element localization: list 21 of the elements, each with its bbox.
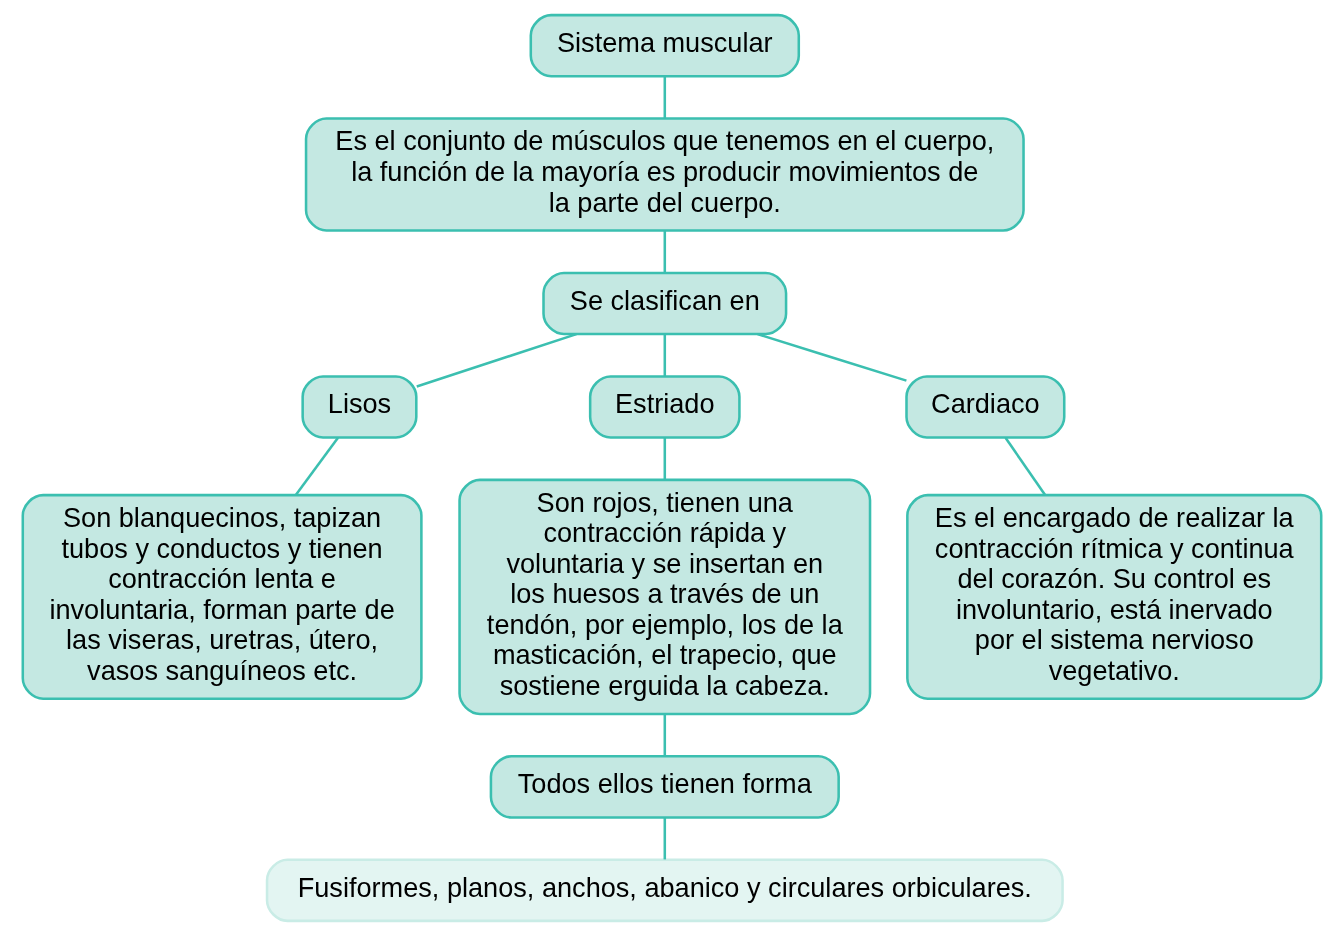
connector: [663, 230, 666, 273]
connector: [663, 817, 666, 860]
node-box: Se clasifican en: [541, 271, 787, 336]
node-box: Fusiformes, planos, anchos, abanico y circulares orbiculares.: [265, 858, 1064, 923]
connector: [756, 332, 907, 382]
node-box: Es el conjunto de músculos que tenemos en el cuerpo, la función de la mayoría es producir movimientos de la parte del cuerpo.: [304, 117, 1025, 232]
node-box: Estriado: [588, 375, 741, 439]
connector: [663, 714, 666, 757]
connector: [415, 332, 577, 388]
connector: [294, 437, 339, 496]
connector: [1003, 437, 1046, 496]
node-box: Sistema muscular: [529, 13, 800, 78]
connector: [663, 334, 666, 376]
node-box: Son blanquecinos, tapizan tubos y conductos y tienen contracción lenta e involuntaria, forman parte de las viseras, uretras, útero, vasos sanguíneos etc.: [21, 493, 423, 700]
node-box: Es el encargado de realizar la contracción rítmica y continua del corazón. Su control es involuntario, está inervado por el sistema nervioso vegetativo.: [905, 493, 1322, 700]
node-box: Todos ellos tienen forma: [489, 755, 840, 819]
connector: [663, 76, 666, 119]
node-box: Cardiaco: [904, 375, 1065, 439]
node-box: Son rojos, tienen una contracción rápida y voluntaria y se insertan en los huesos a través de un tendón, por ejemplo, los de la masticación, el trapecio, que sostiene erguida la cabeza.: [457, 478, 871, 716]
connector: [663, 437, 666, 480]
node-box: Lisos: [300, 375, 418, 439]
